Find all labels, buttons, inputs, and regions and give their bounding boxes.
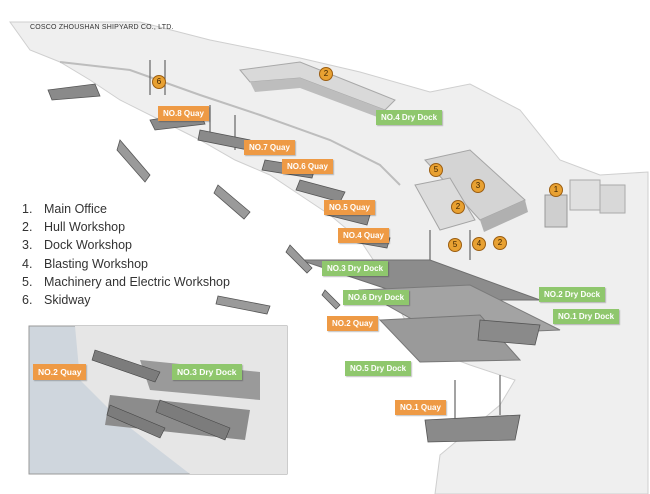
legend-text: Hull Workshop bbox=[44, 220, 126, 235]
legend-number: 4. bbox=[22, 256, 33, 271]
quay-label-5[interactable]: NO.5 Quay bbox=[324, 200, 375, 215]
marker-main-office[interactable]: 1 bbox=[549, 183, 563, 197]
legend-item: 5. Machinery and Electric Workshop bbox=[22, 273, 230, 291]
anchored-ship bbox=[321, 289, 341, 310]
machinery-workshop-building bbox=[414, 177, 476, 231]
quay-label-6[interactable]: NO.6 Quay bbox=[282, 159, 333, 174]
legend-number: 1. bbox=[22, 202, 33, 216]
legend-text: Skidway bbox=[44, 292, 91, 307]
shipyard-land bbox=[9, 21, 649, 494]
anchored-ship bbox=[213, 184, 251, 220]
dry-dock-label-1[interactable]: NO.1 Dry Dock bbox=[553, 309, 620, 324]
marker-machinery-workshop-2[interactable]: 5 bbox=[448, 238, 462, 252]
legend-number: 5. bbox=[22, 274, 33, 289]
company-name: COSCO ZHOUSHAN SHIPYARD CO., LTD. bbox=[30, 24, 174, 31]
marker-hull-workshop-3[interactable]: 2 bbox=[493, 236, 507, 250]
ship bbox=[47, 83, 101, 101]
legend-item: 4. Blasting Workshop bbox=[22, 255, 230, 273]
legend-list: 1. Main Office 2. Hull Workshop 3. Dock Wor… bbox=[22, 200, 230, 309]
legend-number: 2. bbox=[22, 220, 33, 235]
marker-dock-workshop[interactable]: 3 bbox=[471, 179, 485, 193]
inset-dry-dock-label[interactable]: NO.3 Dry Dock bbox=[172, 364, 242, 380]
marker-hull-workshop-2[interactable]: 2 bbox=[451, 200, 465, 214]
ship bbox=[477, 319, 541, 346]
dry-dock-label-3[interactable]: NO.3 Dry Dock bbox=[322, 261, 389, 276]
quay-label-7[interactable]: NO.7 Quay bbox=[244, 140, 295, 155]
main-office-building bbox=[544, 194, 568, 228]
legend-text: Dock Workshop bbox=[44, 238, 132, 253]
dry-dock-label-6[interactable]: NO.6 Dry Dock bbox=[343, 290, 410, 305]
dry-dock-label-4[interactable]: NO.4 Dry Dock bbox=[376, 110, 443, 125]
legend-text: Machinery and Electric Workshop bbox=[44, 274, 230, 289]
inset-quay-label[interactable]: NO.2 Quay bbox=[33, 364, 87, 380]
legend-item: 3. Dock Workshop bbox=[22, 236, 230, 254]
marker-skidway[interactable]: 6 bbox=[152, 75, 166, 89]
anchored-ship bbox=[116, 139, 151, 183]
anchored-ship bbox=[215, 295, 271, 315]
anchored-ship bbox=[285, 244, 313, 274]
legend-text: Blasting Workshop bbox=[44, 256, 148, 271]
legend-item: 6. Skidway bbox=[22, 291, 230, 309]
legend-item: 1. Main Office bbox=[22, 200, 230, 218]
legend-text: Main Office bbox=[44, 202, 107, 216]
marker-machinery-workshop[interactable]: 5 bbox=[429, 163, 443, 177]
quay-label-8[interactable]: NO.8 Quay bbox=[158, 106, 209, 121]
quay-label-1[interactable]: NO.1 Quay bbox=[395, 400, 446, 415]
marker-hull-workshop[interactable]: 2 bbox=[319, 67, 333, 81]
dry-dock-label-5[interactable]: NO.5 Dry Dock bbox=[345, 361, 412, 376]
quay-label-2[interactable]: NO.2 Quay bbox=[327, 316, 378, 331]
legend-item: 2. Hull Workshop bbox=[22, 218, 230, 236]
legend-number: 6. bbox=[22, 292, 33, 307]
marker-blasting-workshop[interactable]: 4 bbox=[472, 237, 486, 251]
dry-dock-label-2[interactable]: NO.2 Dry Dock bbox=[539, 287, 606, 302]
ship bbox=[424, 414, 521, 443]
quay-label-4[interactable]: NO.4 Quay bbox=[338, 228, 389, 243]
legend-number: 3. bbox=[22, 238, 33, 253]
